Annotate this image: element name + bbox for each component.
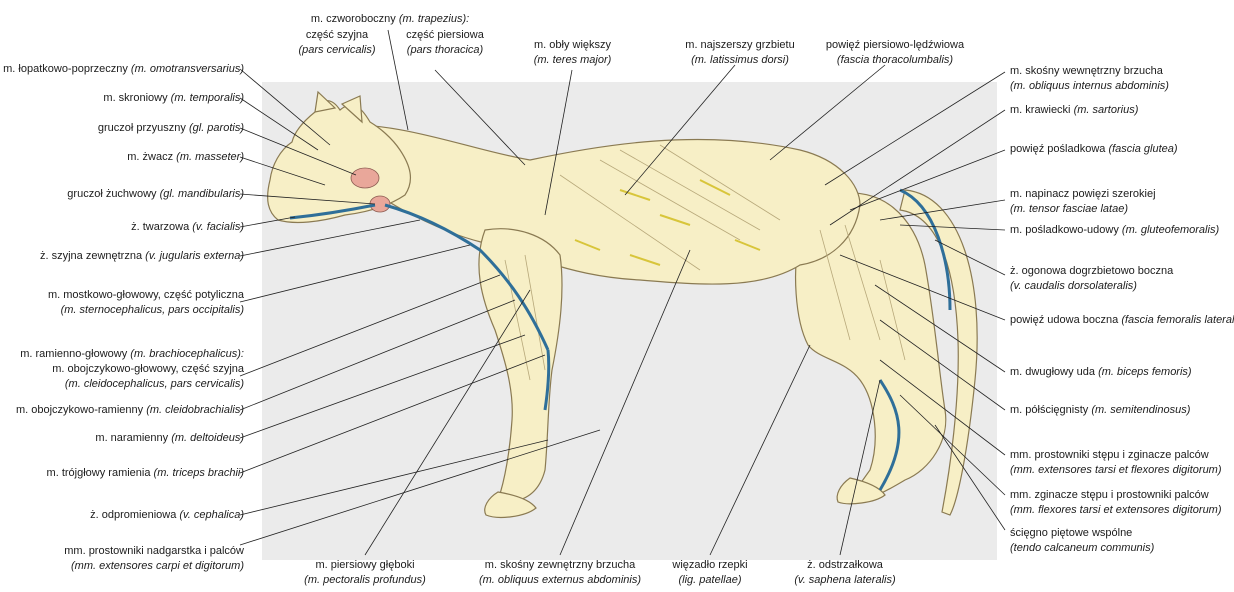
label-triceps: m. trójgłowy ramienia (m. triceps brachi… [47,466,244,481]
label-obliquus-internus: m. skośny wewnętrzny brzucha(m. obliquus… [1010,64,1169,94]
label-extensores-carpi: mm. prostowniki nadgarstka i palców(mm. … [64,544,244,574]
label-jugularis: ż. szyjna zewnętrzna (v. jugularis exter… [40,249,244,264]
label-semitendinosus: m. półścięgnisty (m. semitendinosus) [1010,403,1190,418]
label-lig-patellae: więzadło rzepki(lig. patellae) [660,558,760,588]
label-pectoralis-profundus: m. piersiowy głęboki(m. pectoralis profu… [290,558,440,588]
label-sartorius: m. krawiecki (m. sartorius) [1010,103,1138,118]
label-masseter: m. żwacz (m. masseter) [127,150,244,165]
label-brachiocephalicus: m. ramienno-głowowy (m. brachiocephalicu… [20,347,244,362]
label-temporalis: m. skroniowy (m. temporalis) [103,91,244,106]
label-facialis: ż. twarzowa (v. facialis) [131,220,244,235]
label-tendo-calcaneum: ścięgno piętowe wspólne(tendo calcaneum … [1010,526,1154,556]
label-biceps-femoris: m. dwugłowy uda (m. biceps femoris) [1010,365,1192,380]
label-trapezius: m. czworoboczny (m. trapezius): [300,12,480,27]
label-sternocephalicus: m. mostkowo-głowowy, część potyliczna(m.… [48,288,244,318]
parotid-gland [351,168,379,188]
label-deltoideus: m. naramienny (m. deltoideus) [95,431,244,446]
label-saphena-lateralis: ż. odstrzałkowa(v. saphena lateralis) [790,558,900,588]
label-flexores-tarsi: mm. zginacze stępu i prostowniki palców(… [1010,488,1222,518]
label-teres-major: m. obły większy(m. teres major) [515,38,630,68]
label-caudalis-dorsolateralis: ż. ogonowa dogrzbietowo boczna(v. caudal… [1010,264,1173,294]
label-pars-thoracica: część piersiowa(pars thoracica) [395,28,495,58]
label-cleidocephalicus: m. obojczykowo-głowowy, część szyjna(m. … [52,362,244,392]
label-tensor-fasciae-latae: m. napinacz powięzi szerokiej(m. tensor … [1010,187,1156,217]
label-omotransversarius: m. łopatkowo-poprzeczny (m. omotransvers… [3,62,244,77]
label-parotis: gruczoł przyuszny (gl. parotis) [98,121,244,136]
label-cephalica: ż. odpromieniowa (v. cephalica) [90,508,244,523]
label-latissimus-dorsi: m. najszerszy grzbietu(m. latissimus dor… [670,38,810,68]
label-mandibularis: gruczoł żuchwowy (gl. mandibularis) [67,187,244,202]
label-gluteofemoralis: m. pośladkowo-udowy (m. gluteofemoralis) [1010,223,1219,238]
label-extensores-tarsi: mm. prostowniki stępu i zginacze palców(… [1010,448,1222,478]
cat-body [268,92,978,517]
label-cleidobrachialis: m. obojczykowo-ramienny (m. cleidobrachi… [16,403,244,418]
label-fascia-thoracolumbalis: powięź piersiowo-lędźwiowa(fascia thorac… [815,38,975,68]
label-pars-cervicalis: część szyjna(pars cervicalis) [292,28,382,58]
label-fascia-glutea: powięź pośladkowa (fascia glutea) [1010,142,1178,157]
label-fascia-femoralis: powięź udowa boczna (fascia femoralis la… [1010,313,1234,328]
label-obliquus-externus: m. skośny zewnętrzny brzucha(m. obliquus… [470,558,650,588]
